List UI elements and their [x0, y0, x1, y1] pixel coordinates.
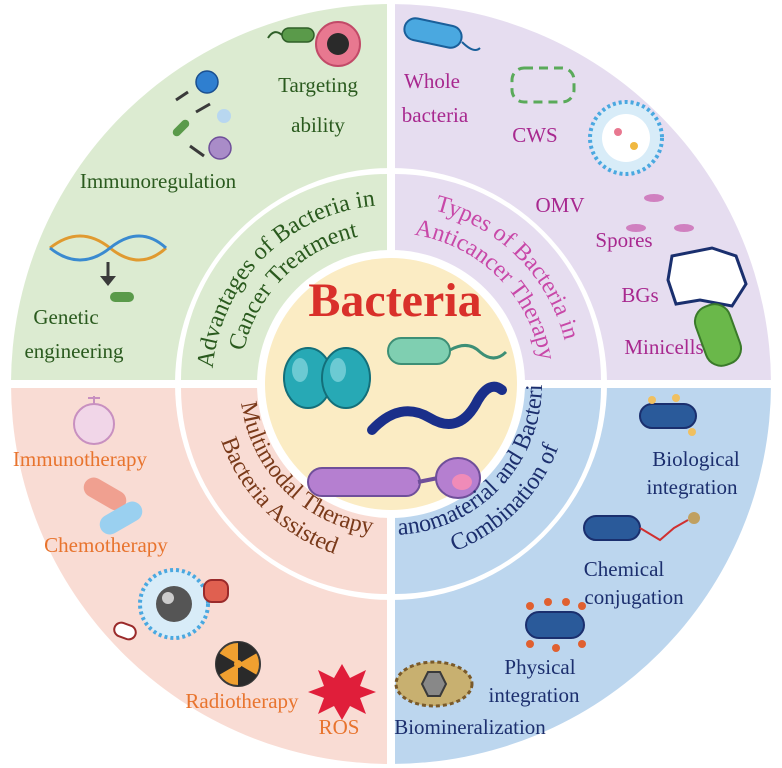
spores-icon [626, 194, 694, 232]
minicells-icon [693, 303, 743, 367]
chemical-conjugation-label: Chemical [584, 557, 665, 581]
minicells-label: Minicells [624, 335, 703, 359]
center-circle [265, 258, 517, 510]
bacteria-drug-icon [113, 579, 229, 641]
cws-icon [510, 66, 576, 104]
dna-icon [49, 234, 168, 302]
bgs-label: BGs [621, 283, 658, 307]
genetic-engineering-label: Genetic [33, 305, 98, 329]
whole-bacteria-label-line2: bacteria [402, 103, 469, 127]
immunotherapy-icon [73, 396, 115, 445]
omv-label: OMV [535, 193, 584, 217]
immunotherapy-label: Immunotherapy [13, 447, 148, 471]
biomineralization-label: Biomineralization [394, 715, 546, 739]
biological-integration-icon [639, 394, 697, 436]
bgs-icon [666, 246, 748, 308]
ros-starburst-icon [308, 664, 376, 720]
whole-bacteria-label: Whole [404, 69, 460, 93]
targeting-ability-label-line2: ability [291, 113, 345, 137]
biomineralization-icon [394, 660, 474, 708]
chemical-conjugation-label-line2: conjugation [584, 585, 684, 609]
ros-label: ROS [319, 715, 360, 739]
cws-label: CWS [512, 123, 558, 147]
physical-integration-icon [525, 598, 586, 652]
multimodal-items: Immunotherapy Chemotherapy Radiotherapy … [13, 447, 360, 739]
biological-integration-label: Biological [652, 447, 740, 471]
chemotherapy-pill-icon [83, 477, 143, 535]
radiation-icon [215, 641, 261, 687]
targeting-icon [267, 21, 361, 67]
center-title: Bacteria [308, 274, 481, 327]
chemical-conjugation-icon [583, 512, 700, 542]
biological-integration-label-line2: integration [647, 475, 738, 499]
radiotherapy-label: Radiotherapy [185, 689, 299, 713]
targeting-ability-label: Targeting [278, 73, 358, 97]
physical-integration-label: Physical [504, 655, 575, 679]
chemotherapy-label: Chemotherapy [44, 533, 168, 557]
center-bacteria-illustration [283, 337, 508, 499]
immune-cells-icon [172, 70, 232, 160]
genetic-engineering-label-line2: engineering [24, 339, 124, 363]
omv-icon [588, 100, 664, 176]
advantages-items: Targeting ability Immunoregulation Genet… [24, 73, 358, 363]
spores-label: Spores [595, 228, 652, 252]
physical-integration-label-line2: integration [489, 683, 580, 707]
immunoregulation-label: Immunoregulation [80, 169, 237, 193]
combination-items: Biological integration Chemical conjugat… [394, 447, 740, 739]
types-items: Whole bacteria CWS OMV Spores BGs Minice… [402, 69, 704, 359]
whole-bacteria-icon [403, 17, 481, 51]
nanoparticle-icon [138, 568, 210, 640]
